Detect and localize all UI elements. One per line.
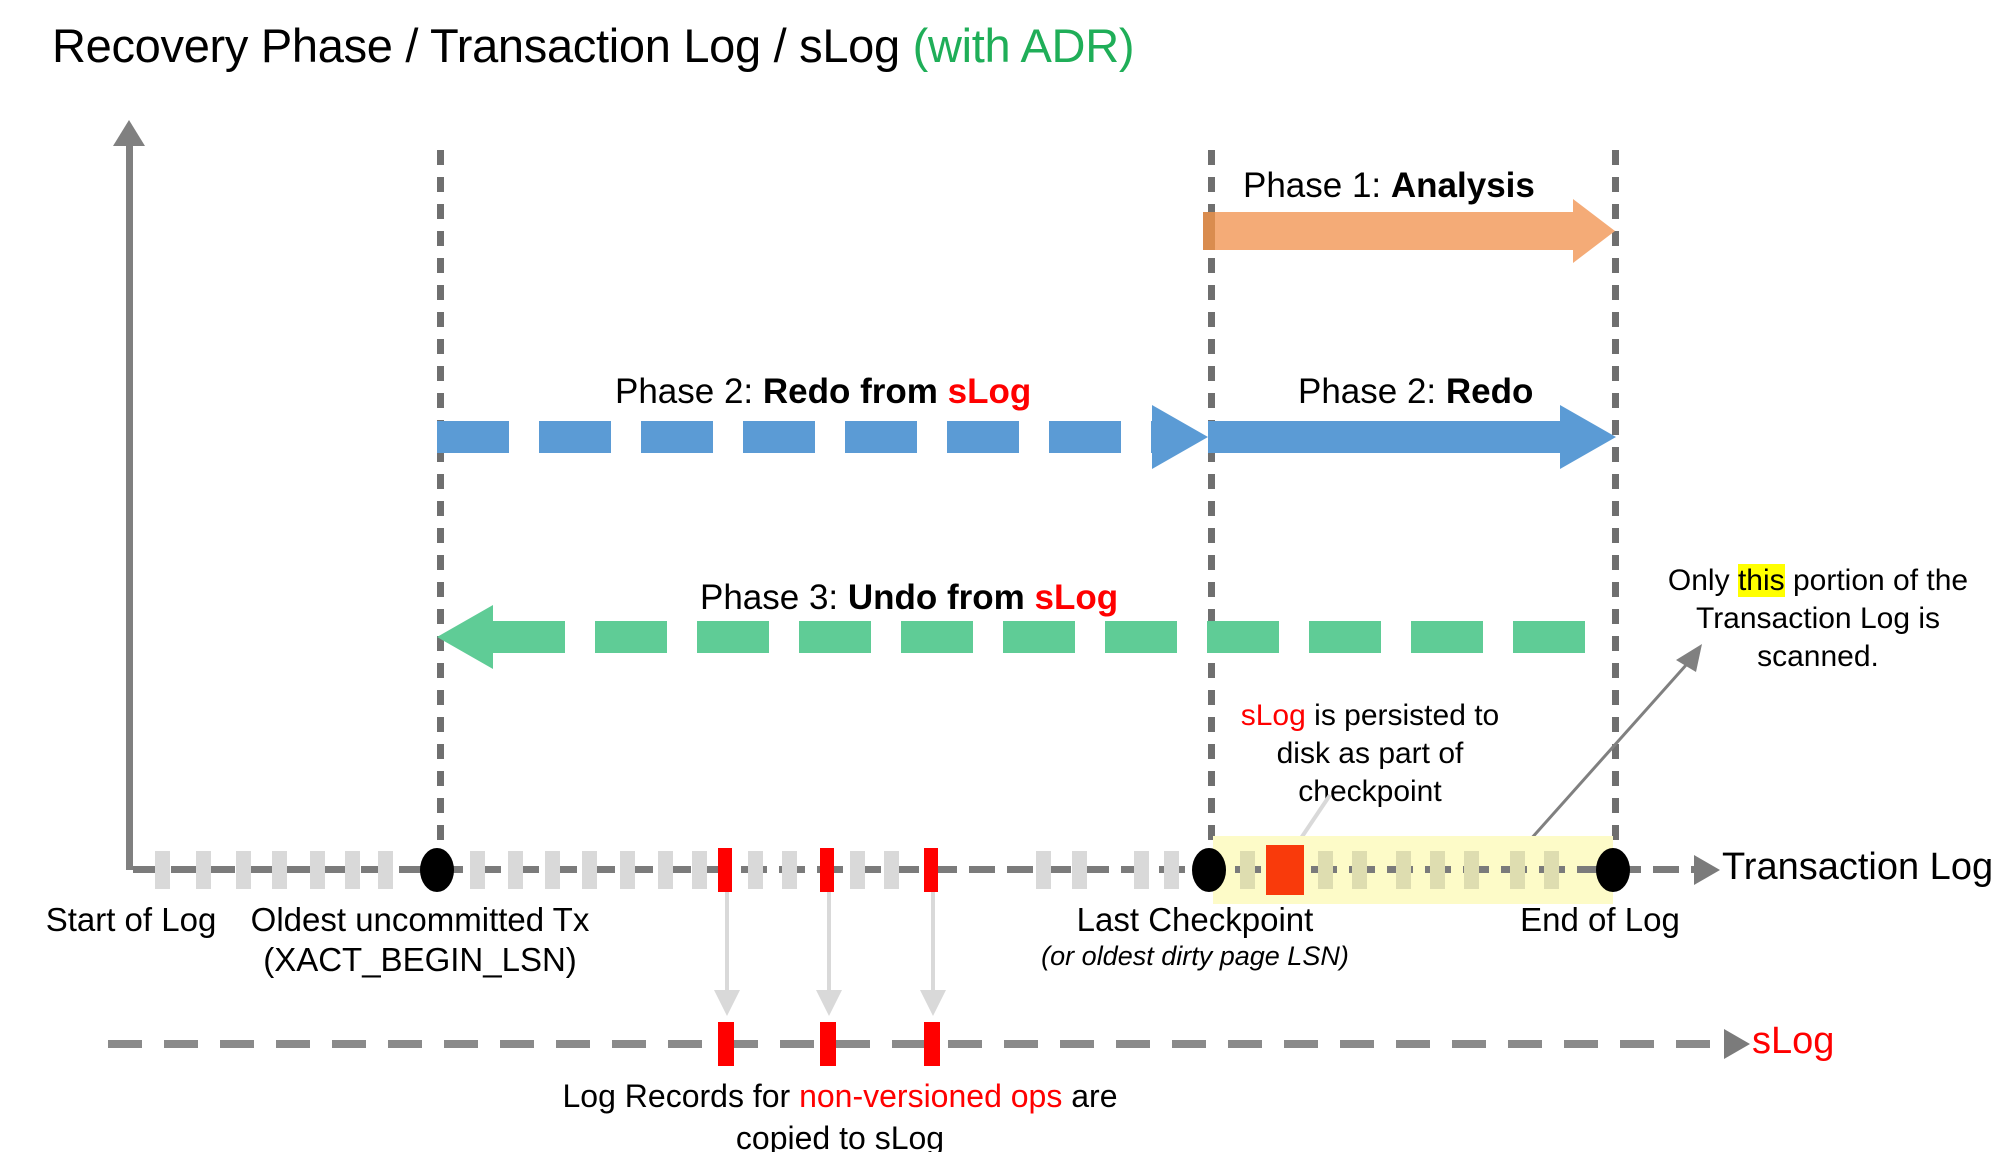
phase-2-slog-prefix: Phase 2: [615, 372, 763, 411]
guide-oldest-tx [437, 150, 444, 876]
phase-1-arrow-body [1203, 212, 1573, 250]
log-tick-scanned [1396, 851, 1411, 889]
phase-3-arrow-dashes [493, 621, 1612, 653]
phase-3-suffix: sLog [1034, 578, 1119, 617]
log-tick [782, 851, 797, 889]
log-tick [658, 851, 673, 889]
checkpoint-note-rest: is persisted to disk as part of checkpoi… [1276, 699, 1500, 808]
phase-3-prefix: Phase 3: [700, 578, 848, 617]
label-oldest-tx-main: Oldest uncommitted Tx [250, 901, 590, 938]
transaction-log-arrowhead [1694, 855, 1720, 885]
title-adr: (with ADR) [912, 19, 1135, 72]
log-tick-scanned [1510, 851, 1525, 889]
label-oldest-tx-sub: (XACT_BEGIN_LSN) [263, 941, 577, 978]
log-tick-nonversioned [820, 848, 834, 892]
checkpoint-note: sLog is persisted to disk as part of che… [1220, 697, 1520, 811]
slog-axis-line [108, 1040, 1728, 1048]
transaction-log-label: Transaction Log [1722, 846, 1994, 888]
label-end-of-log: End of Log [1520, 901, 1680, 938]
slog-tick-nonversioned [718, 1022, 734, 1066]
log-tick [1134, 851, 1149, 889]
phase-2-prefix: Phase 2: [1298, 372, 1446, 411]
phase-3-arrowhead [437, 605, 493, 669]
end-of-log-dot [1596, 848, 1630, 892]
phase-2-slog-suffix: sLog [947, 372, 1032, 411]
checkpoint-note-lead: sLog [1240, 699, 1306, 732]
log-tick-scanned [1352, 851, 1367, 889]
log-tick [620, 851, 635, 889]
transaction-log-axis-line [133, 866, 1698, 873]
slog-tick-nonversioned [820, 1022, 836, 1066]
copy-arrow-3 [920, 892, 946, 1016]
log-tick-scanned [1318, 851, 1333, 889]
page-title: Recovery Phase / Transaction Log / sLog … [52, 18, 1135, 74]
scan-note-pointer [1528, 644, 1702, 841]
phase-2-slog-arrowhead [1152, 405, 1208, 469]
guide-end-of-log [1612, 150, 1619, 876]
log-tick [155, 851, 170, 889]
log-tick [508, 851, 523, 889]
log-tick-nonversioned [718, 848, 732, 892]
last-checkpoint-dot [1192, 848, 1226, 892]
y-axis-line [126, 140, 133, 870]
label-last-checkpoint-sub: (or oldest dirty page LSN) [1041, 941, 1349, 971]
phase-2-slog-name: Redo from [762, 372, 948, 411]
copy-arrow-2 [816, 892, 842, 1016]
log-tick [1072, 851, 1087, 889]
log-tick [692, 851, 707, 889]
slog-copy-note: Log Records for non-versioned ops are co… [560, 1075, 1120, 1152]
log-tick [545, 851, 560, 889]
log-tick [272, 851, 287, 889]
scan-note-post: portion of the Transaction Log is scanne… [1695, 564, 1969, 673]
title-main: Recovery Phase / Transaction Log / sLog [52, 19, 913, 72]
copy-arrow-1 [714, 892, 740, 1016]
phase-3-label: Phase 3: Undo from sLog [700, 578, 1118, 618]
phase-2-arrow-body [1208, 421, 1560, 453]
phase-2-slog-label: Phase 2: Redo from sLog [615, 372, 1031, 412]
checkpoint-slog-block [1266, 845, 1304, 895]
log-tick-scanned [1544, 851, 1559, 889]
label-last-checkpoint-main: Last Checkpoint [1076, 901, 1314, 938]
log-tick [196, 851, 211, 889]
scan-note-highlight: this [1737, 564, 1785, 597]
log-tick [582, 851, 597, 889]
slog-arrowhead [1724, 1029, 1750, 1059]
slog-label: sLog [1752, 1020, 1835, 1062]
log-tick-scanned [1430, 851, 1445, 889]
log-tick [1036, 851, 1051, 889]
log-tick [470, 851, 485, 889]
phase-1-arrowhead [1573, 199, 1615, 263]
log-tick [310, 851, 325, 889]
phase-1-label: Phase 1: Analysis [1243, 166, 1535, 206]
log-tick [748, 851, 763, 889]
slog-tick-nonversioned [924, 1022, 940, 1066]
log-tick-nonversioned [924, 848, 938, 892]
scan-note: Only this portion of the Transaction Log… [1643, 562, 1993, 676]
phase-2-label: Phase 2: Redo [1298, 372, 1533, 412]
slog-copy-note-red: non-versioned ops [799, 1078, 1063, 1114]
label-last-checkpoint: Last Checkpoint (or oldest dirty page LS… [1040, 900, 1350, 973]
oldest-uncommitted-tx-dot [420, 848, 454, 892]
log-tick-scanned [1464, 851, 1479, 889]
label-start-of-log: Start of Log [45, 901, 217, 938]
phase-3-name: Undo from [847, 578, 1035, 617]
log-tick [236, 851, 251, 889]
log-tick [345, 851, 360, 889]
phase-1-prefix: Phase 1: [1243, 166, 1391, 205]
label-oldest-uncommitted-tx: Oldest uncommitted Tx (XACT_BEGIN_LSN) [250, 900, 590, 980]
phase-1-name: Analysis [1390, 166, 1535, 205]
phase-1-arrow-tail [1203, 212, 1215, 250]
log-tick [378, 851, 393, 889]
slog-copy-note-pre: Log Records for [562, 1078, 800, 1114]
log-tick [850, 851, 865, 889]
log-tick [1164, 851, 1179, 889]
phase-2-slog-arrow-dashes [437, 421, 1152, 453]
scan-note-pre: Only [1667, 564, 1738, 597]
phase-2-name: Redo [1445, 372, 1534, 411]
log-tick-scanned [1240, 851, 1255, 889]
log-tick [884, 851, 899, 889]
slog-copy-note-post: are copied to sLog [735, 1078, 1118, 1152]
phase-2-arrowhead [1560, 405, 1616, 469]
guide-last-checkpoint [1208, 150, 1215, 876]
